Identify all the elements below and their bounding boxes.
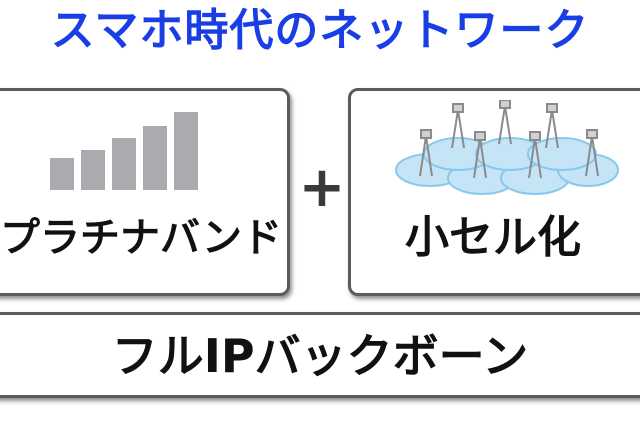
- signal-bar-1: [50, 158, 74, 190]
- signal-bar-5: [174, 112, 198, 190]
- signal-bar-4: [143, 126, 167, 190]
- platinum-band-label: プラチナバンド: [0, 215, 282, 261]
- platinum-band-panel: [0, 88, 290, 296]
- signal-bar-3: [112, 138, 136, 190]
- signal-bar-2: [81, 150, 105, 190]
- plus-sign: +: [298, 155, 346, 220]
- small-cell-label: 小セル化: [405, 212, 581, 263]
- page-title: スマホ時代のネットワーク: [50, 5, 590, 56]
- small-cell-towers-icon: [395, 100, 619, 195]
- full-ip-backbone-panel: [0, 312, 640, 398]
- full-ip-backbone-label: フルIPバックボーン: [111, 329, 529, 383]
